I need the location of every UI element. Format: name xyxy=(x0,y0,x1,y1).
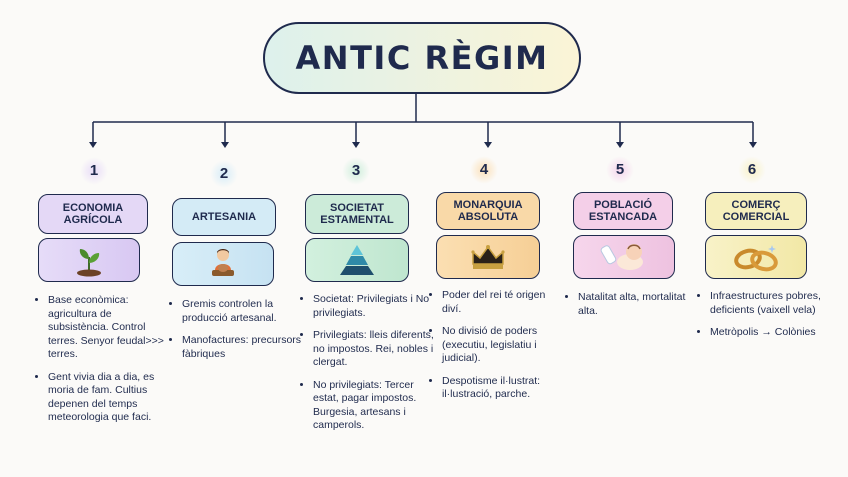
list-item: Base econòmica: agricultura de subsistèn… xyxy=(48,294,170,362)
column-image-3 xyxy=(305,238,409,282)
column-label-poblacio: POBLACIÓ ESTANCADA xyxy=(573,192,673,230)
column-number-4: 4 xyxy=(470,156,498,184)
column-number-6: 6 xyxy=(738,156,766,184)
plant-sprout-icon xyxy=(77,249,101,277)
column-image-5 xyxy=(573,235,675,279)
social-pyramid-icon xyxy=(340,245,374,275)
column-image-1 xyxy=(38,238,140,282)
list-item: Gremis controlen la producció artesanal. xyxy=(182,298,308,325)
column-label-economia: ECONOMIA AGRÍCOLA xyxy=(38,194,148,234)
list-item: No privilegiats: Tercer estat, pagar imp… xyxy=(313,379,439,433)
column-image-6 xyxy=(705,235,807,279)
list-item: Metròpolis → Colònies xyxy=(710,326,832,340)
list-item: Societat: Privilegiats i No privilegiats… xyxy=(313,293,439,320)
column-label-societat: SOCIETAT ESTAMENTAL xyxy=(305,194,409,234)
column-image-2 xyxy=(172,242,274,286)
column-number-2: 2 xyxy=(210,160,238,188)
gold-rings-icon xyxy=(734,245,778,272)
list-item: Despotisme il·lustrat: il·lustració, par… xyxy=(442,375,564,402)
column-number-5: 5 xyxy=(606,156,634,184)
list-item: Manofactures: precursors fàbriques xyxy=(182,334,308,361)
list-item: Natalitat alta, mortalitat alta. xyxy=(578,291,698,318)
artisan-pottery-icon xyxy=(212,249,234,276)
page-title: ANTIC RÈGIM xyxy=(295,39,549,77)
royal-crown-icon xyxy=(471,245,505,269)
column-label-monarquia: MONARQUIA ABSOLUTA xyxy=(436,192,540,230)
baby-bottle-icon xyxy=(600,244,643,270)
column-label-artesania: ARTESANIA xyxy=(172,198,276,236)
column-label-comerc: COMERÇ COMERCIAL xyxy=(705,192,807,230)
column-number-3: 3 xyxy=(342,157,370,185)
list-item: Privilegiats: lleis diferents, no impost… xyxy=(313,329,439,370)
title-box: ANTIC RÈGIM xyxy=(263,22,581,94)
list-item: No divisió de poders (executiu, legislat… xyxy=(442,325,564,366)
list-item: Poder del rei té origen diví. xyxy=(442,289,564,316)
list-item: Infraestructures pobres, deficients (vai… xyxy=(710,290,832,317)
list-item: Gent vivia dia a dia, es moria de fam. C… xyxy=(48,371,170,425)
column-image-4 xyxy=(436,235,540,279)
column-number-1: 1 xyxy=(80,157,108,185)
